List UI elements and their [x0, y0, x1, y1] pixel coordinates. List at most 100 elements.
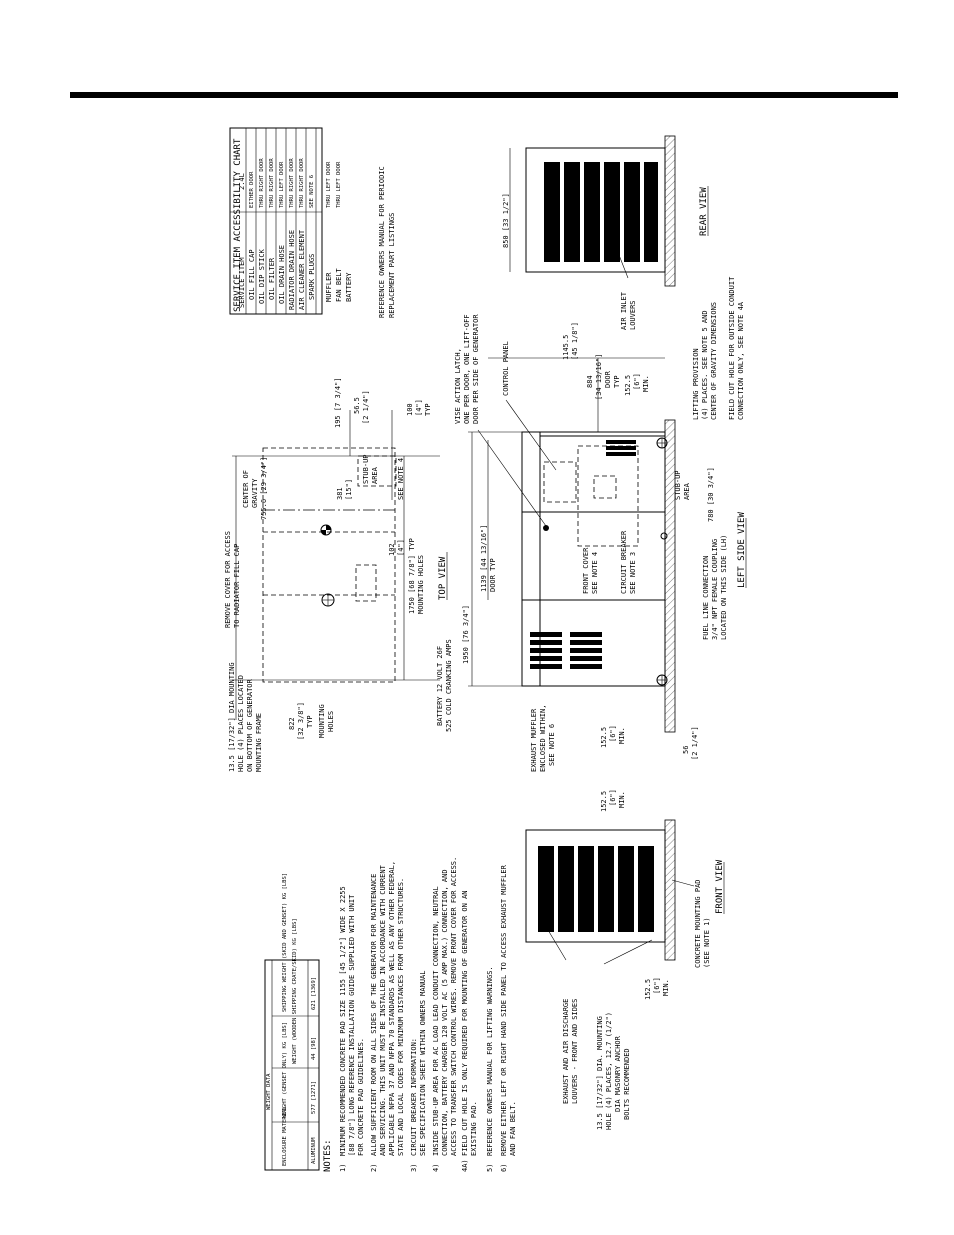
note-line: APPLICABLE NFPA 37 AND NFPA 70 STANDARDS… [388, 861, 396, 1156]
dimension: [2 1/4"] [362, 390, 370, 424]
dimension: 56.5 [353, 397, 361, 414]
weight-header: WEIGHT (GENSET ONLY) KG [LBS] [282, 1022, 288, 1118]
dimension: 381 [336, 487, 344, 500]
weight-header: SHIPPING WEIGHT (SKID AND GENSET) KG [LB… [282, 873, 288, 1012]
weight-value: 44 [98] [311, 1037, 317, 1060]
top-view-label: 13.5 [17/32"] DIA MOUNTING [228, 662, 236, 772]
chart-row-access: THRU RIGHT DOOR [269, 158, 275, 208]
dimension: MIN. [618, 727, 626, 744]
dimension: [4"] [397, 539, 405, 556]
callout: EXHAUST MUFFLER [530, 708, 538, 772]
header-rule [70, 92, 898, 98]
dimension: [6"] [609, 725, 617, 742]
dimension: 56 [682, 746, 690, 754]
dimension: 152.5 [644, 979, 652, 1000]
louver-column [624, 162, 640, 262]
dimension: DOOR [604, 370, 612, 388]
note-line: REFERENCE OWNERS MANUAL FOR LIFTING WARN… [486, 966, 494, 1156]
louver [530, 656, 562, 661]
chart-row-item: OIL FILTER [268, 257, 276, 300]
louver-column [604, 162, 620, 262]
note-line: CIRCUIT BREAKER INFORMATION: [410, 1038, 418, 1156]
note-line: INSIDE STUB-UP AREA FOR AC LOAD LEAD CON… [432, 886, 440, 1156]
chart-row-access: THRU LEFT DOOR [279, 161, 285, 208]
front-view-enclosure [525, 829, 666, 943]
fuel-coupling-icon [660, 532, 668, 540]
dimension: DOOR TYP [489, 558, 497, 592]
callout: DIA MASONRY ANCHOR [614, 1035, 622, 1112]
dimension: MIN. [662, 979, 670, 996]
left-side-pad [664, 419, 676, 733]
weight-value: 621 [1369] [311, 977, 317, 1010]
note-number: 1) [339, 1164, 347, 1172]
front-cover-outline [577, 445, 639, 547]
callout: LOUVERS - FRONT AND SIDES [571, 999, 579, 1104]
chart-row-item: OIL DRAIN HOSE [278, 245, 286, 304]
louver [530, 632, 562, 637]
top-view-label: 525 COLD CRANKING AMPS [445, 639, 453, 732]
dimension: 822 [288, 717, 296, 730]
rear-louver-grid [544, 162, 658, 262]
cg-quadrant [326, 525, 331, 530]
chart-row-access: THRU LEFT DOOR [336, 161, 342, 208]
callout: LOUVERS [629, 300, 637, 330]
callout: SEE NOTE 6 [548, 724, 556, 766]
callout: 13.5 [17/32"] DIA. MOUNTING [596, 1016, 604, 1130]
callout: BOLTS RECOMMENDED [623, 1048, 631, 1120]
chart-footnote: REFERENCE OWNERS MANUAL FOR PERIODIC [378, 166, 386, 318]
dimension: [6"] [633, 373, 641, 390]
weight-table-frame [264, 959, 320, 1171]
latch-icon [543, 525, 549, 531]
dimension: 152.5 [624, 375, 632, 396]
dimension: [4"] [415, 399, 423, 416]
left-side-view-title: LEFT SIDE VIEW [737, 512, 747, 588]
top-view-label: HOLE (4) PLACES LOCATED [237, 675, 245, 772]
top-view: REMOVE COVER FOR ACCESS TO RADIATOR FILL… [224, 377, 453, 772]
note-line: SEE SPECIFICATION SHEET WITHIN OWNERS MA… [419, 971, 427, 1156]
callout: CENTER OF GRAVITY DIMENSIONS [710, 302, 718, 420]
callout: AREA [683, 482, 691, 500]
dimension: 195 [7 3/4"] [334, 377, 342, 428]
callout: CONNECTION ONLY, SEE NOTE 4A [737, 301, 745, 420]
dimension: [2 1/4"] [691, 726, 699, 760]
chart-row-item: RADIATOR DRAIN HOSE [288, 230, 296, 310]
note-number: 3) [410, 1164, 418, 1172]
dimension: 1139 [44 13/16"] [480, 525, 488, 592]
callout: CIRCUIT BREAKER [620, 530, 628, 594]
callout: (SEE NOTE 1) [703, 917, 711, 968]
top-view-label: GRAVITY [251, 478, 259, 508]
louver [570, 632, 602, 637]
weight-value: ALUMINUM [311, 1137, 317, 1164]
chart-row-access: SEE NOTE 6 [309, 175, 315, 208]
dimension: 152.5 [600, 791, 608, 812]
louver [570, 664, 602, 669]
weight-header: WEIGHT (WOODEN SHIPPING CRATE/SKID) KG [… [292, 918, 298, 1064]
top-view-label: SEE NOTE 4 [397, 458, 405, 500]
callout: LIFTING PROVISION [692, 348, 700, 420]
louver [606, 446, 636, 450]
note-number: 4) [432, 1164, 440, 1172]
note-line: CONNECTION, BATTERY CHARGER 120 VOLT AC … [441, 869, 449, 1156]
louver-column [618, 846, 634, 932]
chart-footnote: REPLACEMENT PART LISTINGS [388, 213, 396, 318]
louver [606, 440, 636, 444]
chart-row-item: MUFFLER [325, 272, 333, 302]
note-line: REMOVE EITHER LEFT OR RIGHT HAND SIDE PA… [500, 864, 508, 1156]
dimension: 102 [388, 543, 396, 556]
dimension: TYP [424, 403, 432, 416]
note-line: MINIMUM RECOMMENDED CONCRETE PAD SIZE 11… [339, 886, 347, 1156]
dimension: MOUNTING [318, 704, 326, 738]
louver-bank-left [530, 632, 602, 669]
louver [570, 648, 602, 653]
callout: SEE NOTE 4 [591, 552, 599, 594]
dimension: [6"] [653, 977, 661, 994]
cg-quadrant [321, 530, 326, 535]
weight-table-title: WEIGHT DATA [266, 1073, 272, 1110]
chart-row-item: FAN BELT [335, 267, 343, 302]
dimension: [32 3/8"] [297, 702, 305, 740]
top-view-label: CENTER OF [242, 470, 250, 508]
dimension: MOUNTING HOLES [417, 555, 425, 614]
top-view-label: MOUNTING FRAME [255, 713, 263, 772]
chart-row-item: BATTERY [345, 272, 353, 302]
chart-row-access: THRU LEFT DOOR [326, 161, 332, 208]
